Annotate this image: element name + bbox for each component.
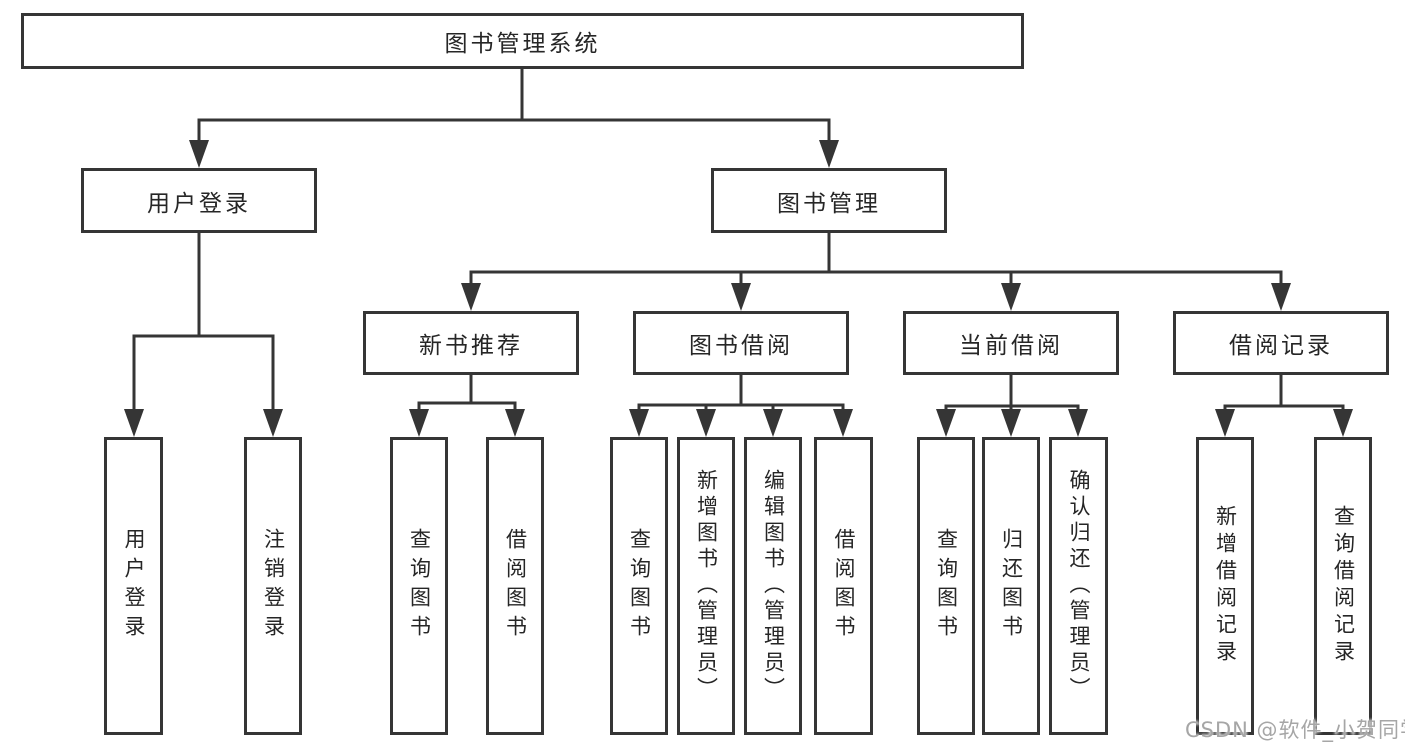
leaf-bb-edit-book: 编辑图书（管理员） <box>744 437 802 735</box>
leaf-br-add-record-label: 新增借阅记录 <box>1213 505 1238 667</box>
leaf-logout: 注销登录 <box>244 437 302 735</box>
leaf-bb-query-book-label: 查询图书 <box>627 528 652 644</box>
node-new-book-recommend-label: 新书推荐 <box>419 333 523 359</box>
node-library-system: 图书管理系统 <box>21 13 1024 69</box>
leaf-cb-query-book: 查询图书 <box>917 437 975 735</box>
leaf-bb-add-book: 新增图书（管理员） <box>677 437 735 735</box>
leaf-bb-edit-book-label: 编辑图书（管理员） <box>761 469 786 703</box>
node-user-login-label: 用户登录 <box>147 190 251 217</box>
leaf-br-add-record: 新增借阅记录 <box>1196 437 1254 735</box>
node-borrow-records-label: 借阅记录 <box>1229 333 1333 359</box>
leaf-cb-return-book-label: 归还图书 <box>999 528 1024 644</box>
watermark: CSDN @软件_小贺同学 <box>1185 718 1405 742</box>
leaf-bb-add-book-label: 新增图书（管理员） <box>694 469 719 703</box>
node-new-book-recommend: 新书推荐 <box>363 311 579 375</box>
node-book-borrow-label: 图书借阅 <box>689 333 793 359</box>
node-book-management-label: 图书管理 <box>777 190 881 217</box>
node-current-borrow-label: 当前借阅 <box>959 333 1063 359</box>
node-library-system-label: 图书管理系统 <box>444 31 601 57</box>
leaf-nb-borrow-book-label: 借阅图书 <box>503 528 528 644</box>
node-current-borrow: 当前借阅 <box>903 311 1119 375</box>
leaf-cb-query-book-label: 查询图书 <box>934 528 959 644</box>
node-book-management: 图书管理 <box>711 168 947 233</box>
leaf-bb-borrow-book: 借阅图书 <box>814 437 873 735</box>
leaf-nb-query-book-label: 查询图书 <box>407 528 432 644</box>
leaf-br-query-record-label: 查询借阅记录 <box>1331 505 1356 667</box>
leaf-br-query-record: 查询借阅记录 <box>1314 437 1372 735</box>
node-borrow-records: 借阅记录 <box>1173 311 1389 375</box>
leaf-bb-query-book: 查询图书 <box>610 437 668 735</box>
leaf-user-login-label: 用户登录 <box>122 528 146 644</box>
leaf-nb-query-book: 查询图书 <box>390 437 448 735</box>
leaf-cb-confirm-return: 确认归还（管理员） <box>1049 437 1108 735</box>
leaf-logout-label: 注销登录 <box>261 528 286 644</box>
node-book-borrow: 图书借阅 <box>633 311 849 375</box>
leaf-cb-confirm-return-label: 确认归还（管理员） <box>1067 469 1091 703</box>
leaf-cb-return-book: 归还图书 <box>982 437 1040 735</box>
leaf-nb-borrow-book: 借阅图书 <box>486 437 544 735</box>
node-user-login: 用户登录 <box>81 168 317 233</box>
leaf-user-login: 用户登录 <box>104 437 163 735</box>
leaf-bb-borrow-book-label: 借阅图书 <box>832 528 856 644</box>
